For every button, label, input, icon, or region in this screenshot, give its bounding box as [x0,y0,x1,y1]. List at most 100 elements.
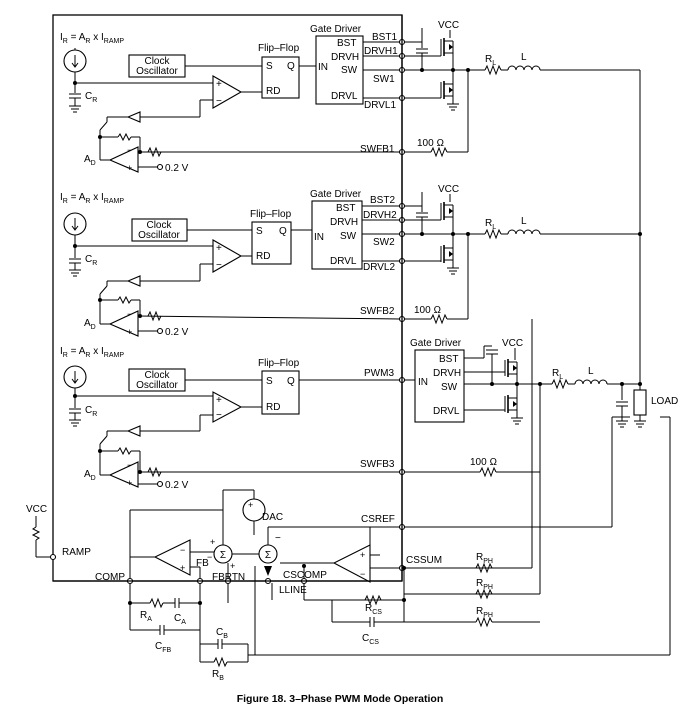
oscillator-label: Oscillator [136,66,178,77]
svg-text:DRVL: DRVL [433,406,460,417]
current-source-icon [63,49,87,73]
sw2-label: SW2 [373,237,395,248]
svg-text:DRVL: DRVL [331,91,358,102]
svg-text:−: − [127,145,132,155]
load-resistor [633,389,647,416]
svg-text:BST: BST [439,354,458,365]
svg-text:VCC: VCC [26,504,47,515]
ad-label-1: AD [84,154,96,167]
svg-text:+: + [180,563,185,573]
svg-text:Q: Q [287,61,295,72]
control-loop: CSREF CSSUM RPH RPH RPH + − CSCOMP [26,319,541,682]
svg-text:RPH: RPH [476,578,493,591]
drvl1-label: DRVL1 [364,100,396,111]
svg-text:Q: Q [279,226,287,237]
svg-text:SW: SW [441,382,458,393]
svg-text:IN: IN [314,232,324,243]
svg-text:Oscillator: Oscillator [136,380,178,391]
cssum-label: CSSUM [406,555,442,566]
svg-text:RA: RA [140,610,152,623]
ramp-comparator-2 [212,239,243,273]
gate-driver-3 [414,349,465,423]
capacitor-icon [68,258,82,264]
ref-voltage-3: 0.2 V [165,480,189,491]
ramp-current-label-3: IR = AR x IRAMP [60,346,124,359]
svg-text:−: − [216,96,222,107]
svg-text:DRVH: DRVH [433,368,461,379]
res-100-2: 100 Ω [414,305,441,316]
svg-text:+: + [210,537,215,547]
svg-text:−: − [275,533,281,544]
lline-label: LLINE [279,585,307,596]
current-sense-amp-3 [108,461,139,488]
svg-text:RPH: RPH [476,606,493,619]
current-sense-amp-2 [108,310,139,337]
svg-text:VCC: VCC [438,184,459,195]
inductor-1 [507,65,541,71]
rl-resistor-1 [484,64,502,76]
svg-text:+: + [248,500,253,510]
drvh1-label: DRVH1 [364,46,398,57]
flip-flop-title: Flip–Flop [258,43,300,54]
svg-text:BST: BST [336,203,355,214]
cr-label-3: CR [85,405,97,418]
vcc-label: VCC [438,20,459,31]
low-side-fet-icon [440,80,454,100]
svg-text:−: − [127,460,132,470]
ground-icon [68,105,82,113]
svg-text:RL: RL [485,54,496,67]
load-label: LOAD [651,396,678,407]
svg-text:+: + [127,327,132,337]
comp-label: COMP [95,572,125,583]
svg-text:−: − [127,309,132,319]
current-source-icon [63,212,87,236]
svg-text:RCS: RCS [365,603,382,616]
svg-text:CFB: CFB [155,641,172,654]
svg-text:Clock: Clock [146,220,172,231]
svg-text:Gate Driver: Gate Driver [310,189,362,200]
gate-driver-title: Gate Driver [310,24,362,35]
dac-label: DAC [262,512,283,523]
swfb1-label: SWFB1 [360,144,395,155]
svg-text:S: S [256,226,263,237]
swfb2-label: SWFB2 [360,306,395,317]
res-100-3: 100 Ω [470,457,497,468]
ad-label-2: AD [84,318,96,331]
svg-text:DRVH: DRVH [331,52,359,63]
capacitor-icon [68,93,82,99]
svg-text:+: + [216,79,222,90]
svg-text:Gate Driver: Gate Driver [410,338,462,349]
flip-flop-3 [261,370,300,415]
svg-text:RD: RD [256,251,270,262]
svg-text:RD: RD [266,402,280,413]
svg-text:SW: SW [341,65,358,76]
svg-text:VCC: VCC [502,338,523,349]
svg-text:S: S [266,61,273,72]
svg-text:+: + [127,478,132,488]
ref-voltage-2: 0.2 V [165,327,189,338]
svg-text:Oscillator: Oscillator [138,230,180,241]
svg-text:CCS: CCS [362,633,379,646]
phase-1: IR = AR x IRAMP CR Clock Oscillator + − … [60,20,640,174]
svg-text:L: L [521,52,527,63]
ground-icon [68,269,82,277]
ramp-pin-label: RAMP [62,547,91,558]
ground-icon [68,419,82,427]
svg-text:Q: Q [287,376,295,387]
svg-text:CB: CB [216,627,228,640]
svg-text:DRVL: DRVL [330,256,357,267]
svg-text:IN: IN [318,62,328,73]
svg-text:RD: RD [266,86,280,97]
current-sense-amp-1 [108,146,139,173]
svg-text:SW: SW [340,231,357,242]
ref-voltage-1: 0.2 V [165,163,189,174]
phase-2: IR = AR x IRAMP CR Clock Oscillator + − … [60,184,640,338]
svg-text:−: − [360,569,365,579]
fbrtn-label: FBRTN [212,572,245,583]
phase-3: IR = AR x IRAMP CR Clock Oscillator + − … [60,338,640,491]
svg-text:CA: CA [174,613,186,626]
ramp-comparator-1 [212,75,243,109]
svg-text:Flip–Flop: Flip–Flop [258,358,300,369]
svg-text:+: + [360,550,365,560]
